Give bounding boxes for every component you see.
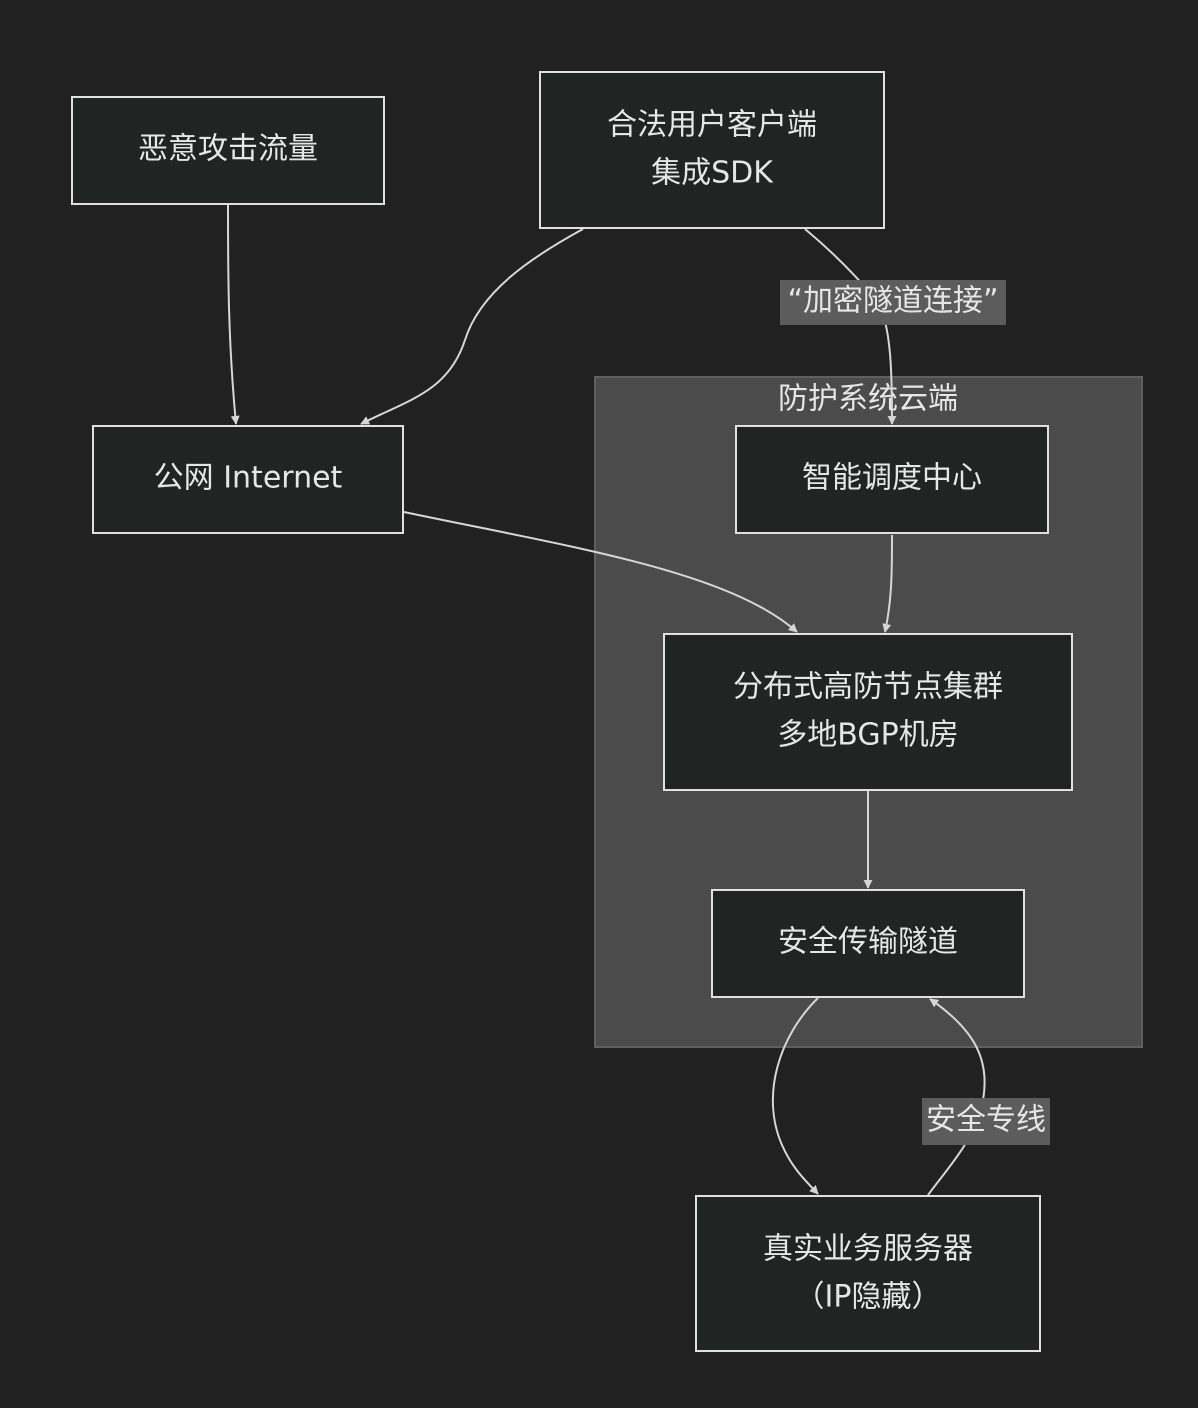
node-box	[539, 71, 885, 229]
node-label: 恶意攻击流量	[138, 132, 318, 167]
edge-tunnel-to-server	[771, 997, 819, 1195]
edge-label-encrypted-tunnel: “加密隧道连接”	[780, 280, 1006, 325]
node-label-line2: （IP隐藏）	[795, 1280, 942, 1315]
node-box	[71, 96, 385, 205]
node-box	[695, 1195, 1041, 1352]
node-box	[92, 425, 404, 534]
node-label: 公网 Internet	[154, 461, 343, 496]
edge-label-text: 安全专线	[926, 1103, 1046, 1138]
node-label: 安全传输隧道	[778, 925, 958, 960]
node-box	[663, 633, 1073, 791]
node-label-line2: 集成SDK	[651, 156, 774, 191]
node-real-server: 真实业务服务器 （IP隐藏）	[695, 1195, 1041, 1352]
node-smart-scheduler: 智能调度中心	[735, 425, 1049, 534]
edge-label-background	[922, 1098, 1050, 1145]
node-box	[711, 889, 1025, 998]
node-label-line1: 分布式高防节点集群	[733, 670, 1003, 705]
node-label-line1: 真实业务服务器	[763, 1232, 973, 1267]
node-label-line2: 多地BGP机房	[777, 718, 958, 753]
edge-label-background	[780, 280, 1006, 325]
node-box	[735, 425, 1049, 534]
node-secure-tunnel: 安全传输隧道	[711, 889, 1025, 998]
edge-attack-to-internet	[227, 204, 240, 425]
edge-client-to-internet	[360, 228, 584, 425]
node-label: 智能调度中心	[802, 461, 982, 496]
node-label-line1: 合法用户客户端	[607, 108, 817, 143]
node-public-internet: 公网 Internet	[92, 425, 404, 534]
cluster-title: 防护系统云端	[778, 382, 958, 417]
node-legit-client: 合法用户客户端 集成SDK	[539, 71, 885, 229]
edge-internet-to-cluster	[403, 511, 798, 633]
edge-label-text: “加密隧道连接”	[787, 284, 998, 319]
node-distributed-cluster: 分布式高防节点集群 多地BGP机房	[663, 633, 1073, 791]
node-malicious-traffic: 恶意攻击流量	[71, 96, 385, 205]
edge-scheduler-to-cluster	[882, 534, 893, 633]
edge-label-secure-line: 安全专线	[922, 1098, 1050, 1145]
